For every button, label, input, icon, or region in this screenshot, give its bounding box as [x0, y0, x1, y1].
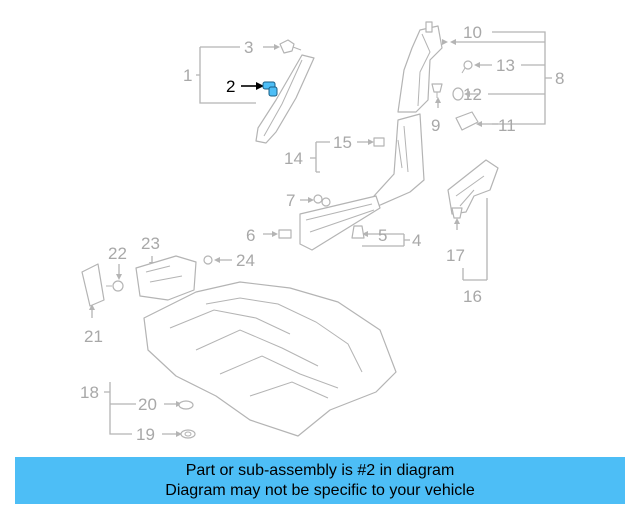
- callout-group-1: 1 3: [183, 38, 315, 144]
- callout-19[interactable]: 19: [136, 425, 155, 444]
- callout-10[interactable]: 10: [463, 23, 482, 42]
- callout-4[interactable]: 4: [412, 231, 421, 250]
- part-18-floor-carpet: [143, 281, 397, 437]
- callout-11[interactable]: 11: [498, 116, 516, 135]
- callout-group-21: 22 23 24 21: [81, 234, 255, 346]
- part-8-upper-trim: [397, 25, 443, 113]
- part-3-clip: [279, 39, 302, 54]
- callout-5[interactable]: 5: [378, 226, 387, 245]
- part-15-clip: [373, 137, 385, 147]
- callout-group-2: 2: [226, 77, 278, 97]
- part-13-clip: [461, 60, 473, 74]
- part-16-rear-trim: [447, 159, 499, 215]
- part-17-clip: [451, 207, 463, 219]
- callout-23[interactable]: 23: [141, 234, 160, 253]
- callout-2[interactable]: 2: [226, 77, 235, 96]
- part-19-grommet: [180, 429, 196, 439]
- banner-line-2: Diagram may not be specific to your vehi…: [165, 481, 475, 499]
- part-1-pillar-trim: [255, 54, 315, 144]
- part-14-lower-trim: [373, 113, 425, 207]
- part-11-cover: [455, 111, 479, 131]
- callout-20[interactable]: 20: [138, 395, 157, 414]
- part-6-clip: [278, 229, 292, 239]
- part-4-scuff-plate: [299, 195, 381, 251]
- callout-6[interactable]: 6: [246, 226, 255, 245]
- callout-15[interactable]: 15: [333, 133, 352, 152]
- callout-24[interactable]: 24: [236, 251, 255, 270]
- parts-diagram: 1 3 2 10 13 8 12 11 9: [80, 21, 564, 444]
- callout-group-8: 10 13 8 12 11 9: [397, 21, 564, 135]
- part-9-bolt: [431, 83, 443, 98]
- callout-13[interactable]: 13: [496, 56, 515, 75]
- callout-21[interactable]: 21: [84, 327, 103, 346]
- part-7-clips: [313, 194, 331, 207]
- callout-group-4: 5 4 7 6: [246, 191, 421, 251]
- banner-line-1: Part or sub-assembly is #2 in diagram: [185, 461, 455, 479]
- callout-18[interactable]: 18: [80, 383, 99, 402]
- callout-group-18: 18 20 19: [80, 281, 397, 444]
- callout-group-14: 14 15: [284, 113, 425, 207]
- part-12-grommet: [452, 87, 464, 101]
- part-22-bolt: [106, 280, 124, 292]
- callout-9[interactable]: 9: [431, 116, 440, 135]
- callout-7[interactable]: 7: [286, 191, 295, 210]
- callout-3[interactable]: 3: [244, 38, 253, 57]
- part-24-clip: [203, 255, 213, 265]
- callout-group-16: 17 16: [446, 159, 499, 306]
- part-20-plug: [178, 400, 194, 410]
- callout-17[interactable]: 17: [446, 246, 465, 265]
- callout-14[interactable]: 14: [284, 149, 303, 168]
- part-23-bracket: [135, 255, 197, 301]
- part-2-screw[interactable]: [262, 81, 278, 97]
- callout-16[interactable]: 16: [463, 287, 482, 306]
- arrow-icon: [256, 82, 264, 90]
- arrow-icon: [274, 44, 280, 50]
- callout-1[interactable]: 1: [183, 66, 192, 85]
- info-banner: Part or sub-assembly is #2 in diagram Di…: [15, 457, 625, 504]
- part-21-kick-panel: [81, 263, 105, 307]
- callout-22[interactable]: 22: [108, 244, 127, 263]
- callout-8[interactable]: 8: [555, 69, 564, 88]
